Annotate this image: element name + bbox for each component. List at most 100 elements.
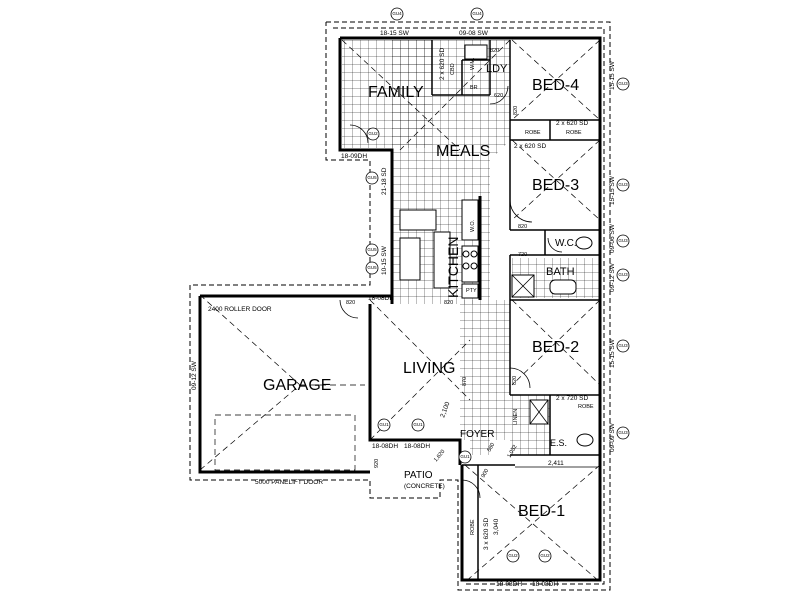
- tag-gu2-family: GU2: [366, 127, 380, 141]
- svg-text:GU5: GU5: [367, 265, 377, 270]
- tag-gu3-bath: GU3: [616, 268, 630, 282]
- svg-text:GU3: GU3: [618, 81, 628, 86]
- window-garage-left: 09-12 SW: [191, 360, 198, 390]
- robe-door-bed3: 2 x 620 SD: [514, 143, 546, 150]
- door-820-garage: 820: [346, 300, 355, 306]
- tag-gu3-bed2: GU3: [616, 339, 630, 353]
- internal-walls: [431, 40, 600, 580]
- window-kitchen-left: 10-15 SW: [381, 245, 388, 275]
- room-garage: GARAGE: [263, 377, 331, 394]
- dim-2100: 2,100: [439, 401, 451, 419]
- linen-cupboard: LINEN: [513, 409, 519, 425]
- door-820-bed4: 820: [513, 106, 519, 115]
- ldy-door-label: 2 x 620 SD: [439, 48, 446, 80]
- svg-text:GU5: GU5: [367, 175, 377, 180]
- wall-oven-label: W.O.: [470, 219, 476, 232]
- window-top-family: 18-15 SW: [380, 30, 410, 37]
- pantry-label: PTY: [466, 288, 477, 294]
- room-family: FAMILY: [368, 84, 424, 101]
- dim-920: 920: [374, 459, 380, 468]
- door-620-ldy: 620: [494, 93, 503, 99]
- svg-text:GU3: GU3: [618, 238, 628, 243]
- svg-text:GU2: GU2: [368, 131, 378, 136]
- window-bed3-right: 15-15 SW: [609, 175, 616, 205]
- room-patio: PATIO: [404, 470, 433, 481]
- dim-bed1-robe: 3,040: [493, 518, 500, 535]
- window-family-left: 18-09DH: [341, 153, 367, 160]
- bathtub: [549, 279, 577, 295]
- external-walls: [198, 36, 602, 582]
- roof-hip-lines: [199, 39, 601, 583]
- washing-machine-label: W.M.: [470, 57, 476, 70]
- room-bed2: BED-2: [532, 339, 579, 356]
- wc-toilet: [575, 236, 593, 250]
- tag-gu3-bed4: GU3: [616, 77, 630, 91]
- window-kitchen-bottom: 18-08DH: [368, 295, 394, 302]
- svg-text:GU1: GU1: [379, 422, 389, 427]
- tag-gu3-bed3: GU3: [616, 178, 630, 192]
- svg-text:GU3: GU3: [618, 182, 628, 187]
- robe-bed1: ROBE: [470, 519, 476, 535]
- svg-text:GU2: GU2: [540, 553, 550, 558]
- door-870-living: 870: [462, 377, 468, 386]
- room-bed4: BED-4: [532, 77, 579, 94]
- door-swings: [339, 85, 563, 499]
- door-720-bath: 720: [518, 252, 527, 258]
- dim-900: 900: [481, 468, 491, 479]
- eave-outline: [189, 21, 611, 591]
- dim-1620: 1,620: [433, 449, 446, 463]
- window-meals-left: 21-18 SD: [381, 167, 388, 195]
- tag-gu5-b: GU5: [365, 243, 379, 257]
- svg-text:GU4: GU4: [392, 11, 402, 16]
- room-ensuite: E.S.: [550, 438, 567, 448]
- tag-gu4-top-right: GU4: [470, 7, 484, 21]
- robe-door-bed1: 3 x 620 SD: [483, 518, 490, 550]
- robe-bed2: ROBE: [578, 404, 594, 410]
- tag-gu2-bed1-a: GU2: [506, 549, 520, 563]
- room-ldy: LDY: [486, 63, 508, 75]
- svg-text:GU3: GU3: [618, 430, 628, 435]
- door-820-bed3: 820: [518, 224, 527, 230]
- room-bath: BATH: [546, 266, 575, 278]
- robe-door-bed4: 2 x 620 SD: [556, 120, 588, 127]
- window-bath-right: 09-12 SW: [609, 262, 616, 292]
- door-820-bed2: 820: [512, 376, 518, 385]
- tag-gu3-ensuite: GU3: [616, 426, 630, 440]
- window-bed1-bottom-1: 18-08DH: [496, 581, 522, 588]
- room-wc: W.C.: [555, 238, 577, 249]
- room-meals: MEALS: [436, 143, 490, 160]
- tag-gu1-foyer: GU1: [458, 450, 472, 464]
- tag-gu4-top-left: GU4: [390, 7, 404, 21]
- svg-text:GU1: GU1: [413, 422, 423, 427]
- panelift-door-label: 5000 PANELIFT DOOR: [255, 479, 323, 486]
- laundry-tub: [464, 44, 488, 60]
- window-top-ldy: 09-08 SW: [459, 30, 489, 37]
- door-820-ldy: 820: [490, 48, 499, 54]
- svg-text:GU3: GU3: [618, 343, 628, 348]
- robe-bed4b: ROBE: [566, 130, 582, 136]
- window-living-bottom-2: 18-08DH: [404, 443, 430, 450]
- ensuite-toilet: [576, 433, 594, 447]
- window-living-bottom-1: 18-08DH: [372, 443, 398, 450]
- cupboard-label: CBD: [450, 63, 456, 75]
- dim-580: 580: [487, 442, 497, 453]
- tag-gu5-c: GU5: [365, 261, 379, 275]
- tag-gu1-living-a: GU1: [377, 418, 391, 432]
- window-wc-right: 09-06 SW: [609, 223, 616, 253]
- room-bed3: BED-3: [532, 177, 579, 194]
- room-bed1: BED-1: [518, 503, 565, 520]
- window-bed1-bottom-2: 18-08DH: [532, 581, 558, 588]
- dim-foyer-width: 2,411: [548, 460, 564, 467]
- svg-text:GU5: GU5: [367, 247, 377, 252]
- roller-door-label: 2400 ROLLER DOOR: [208, 306, 272, 313]
- tag-gu1-living-b: GU1: [411, 418, 425, 432]
- svg-text:GU4: GU4: [472, 11, 482, 16]
- svg-text:GU3: GU3: [618, 272, 628, 277]
- window-ensuite-right: 09-09 SW: [609, 422, 616, 452]
- window-bed2-right: 15-15 SW: [609, 338, 616, 368]
- tag-gu5-a: GU5: [365, 171, 379, 185]
- svg-text:GU2: GU2: [508, 553, 518, 558]
- pantry: [461, 283, 479, 299]
- tag-gu2-bed1-b: GU2: [538, 549, 552, 563]
